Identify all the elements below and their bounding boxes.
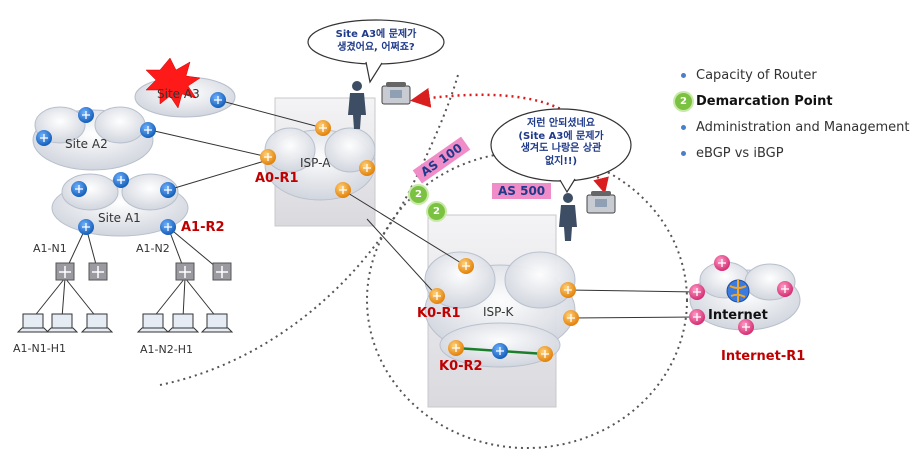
as500-tag: AS 500 — [492, 183, 552, 199]
topic-text: Demarcation Point — [696, 93, 833, 109]
router-k0r1-label: K0-R1 — [417, 306, 461, 321]
router-icon — [210, 92, 226, 108]
topic-text: Administration and Management — [696, 119, 910, 135]
topic-text: eBGP vs iBGP — [696, 145, 784, 161]
isp-a-cloud — [264, 127, 376, 201]
laptop-icon — [45, 313, 79, 333]
site-a3-label: Site A3 — [157, 87, 200, 101]
switch-icon — [175, 262, 195, 281]
telephone-icon — [586, 191, 616, 214]
explosion-icon — [145, 57, 201, 109]
topic-list: Capacity of Router 2 Demarcation Point A… — [675, 62, 909, 166]
host-a1n1h1-label: A1-N1-H1 — [13, 342, 66, 355]
topic-item: Administration and Management — [675, 114, 909, 140]
bullet-dot-icon — [681, 150, 686, 156]
node-a1n1-label: A1-N1 — [33, 242, 67, 255]
router-k0r2-label: K0-R2 — [439, 359, 483, 374]
laptop-icon — [200, 313, 234, 333]
router-icon — [560, 282, 576, 298]
switch-icon — [212, 262, 232, 281]
telephone-icon — [381, 82, 411, 105]
laptop-icon — [16, 313, 50, 333]
laptop-icon — [166, 313, 200, 333]
router-icon — [492, 343, 508, 359]
laptop-icon — [80, 313, 114, 333]
router-icon — [689, 284, 705, 300]
speech-bubble-right — [490, 108, 632, 194]
router-icon — [140, 122, 156, 138]
router-icon — [113, 172, 129, 188]
bullet-dot-icon — [681, 72, 686, 78]
router-icon — [448, 340, 464, 356]
bubble-right-line: 저런 안되셨네요 — [527, 118, 595, 129]
router-icon — [714, 255, 730, 271]
router-icon — [689, 309, 705, 325]
bubble-top-text: Site A3에 문제가 생겼어요, 어쩌죠? — [318, 29, 434, 54]
router-icon — [458, 258, 474, 274]
person-icon — [559, 193, 577, 241]
as100-boundary — [159, 74, 459, 386]
router-icon — [315, 120, 331, 136]
bubble-right-line: 생겨도 나랑은 상관 — [520, 143, 602, 154]
router-icon — [160, 182, 176, 198]
router-icon — [71, 181, 87, 197]
bubble-right-text: 저런 안되셨네요 (Site A3에 문제가 생겨도 나랑은 상관 없지!!) — [498, 118, 624, 168]
router-icon — [78, 107, 94, 123]
router-icon — [78, 219, 94, 235]
router-icon — [777, 281, 793, 297]
person-icon — [348, 81, 366, 129]
site-a1-label: Site A1 — [98, 211, 141, 225]
speech-bubble-top — [307, 19, 445, 84]
router-icon — [160, 219, 176, 235]
site-a2-cloud — [32, 106, 154, 171]
router-internet-r1-label: Internet-R1 — [721, 349, 806, 364]
topic-item-highlight: 2 Demarcation Point — [675, 88, 909, 114]
router-icon — [335, 182, 351, 198]
internet-label: Internet — [708, 308, 768, 323]
switch-icon — [88, 262, 108, 281]
bubble-top-line: 생겼어요, 어쩌죠? — [337, 41, 415, 53]
router-a1r2-label: A1-R2 — [181, 220, 225, 235]
host-a1n2h1-label: A1-N2-H1 — [140, 343, 193, 356]
bullet-dot-icon — [681, 124, 686, 130]
router-icon — [429, 288, 445, 304]
router-icon — [260, 149, 276, 165]
node-a1n2-label: A1-N2 — [136, 242, 170, 255]
router-icon — [359, 160, 375, 176]
topic-item: Capacity of Router — [675, 62, 909, 88]
isp-k-cloud — [424, 251, 576, 368]
router-icon — [36, 130, 52, 146]
router-a0r1-label: A0-R1 — [255, 171, 299, 186]
globe-icon — [726, 279, 750, 303]
bubble-top-line: Site A3에 문제가 — [335, 29, 417, 40]
topic-text: Capacity of Router — [696, 67, 817, 83]
number-badge-icon: 2 — [675, 92, 692, 110]
demarcation-badge-right: 2 — [428, 203, 445, 220]
bubble-right-line: 없지!!) — [544, 155, 578, 167]
isp-k-label: ISP-K — [483, 305, 514, 319]
as500-boundary — [366, 151, 688, 449]
site-a2-label: Site A2 — [65, 137, 108, 151]
topic-item: eBGP vs iBGP — [675, 140, 909, 166]
isp-a-label: ISP-A — [300, 156, 331, 170]
demarcation-badge-left: 2 — [410, 186, 427, 203]
laptop-icon — [136, 313, 170, 333]
router-icon — [537, 346, 553, 362]
switch-icon — [55, 262, 75, 281]
escalation-arrow — [410, 87, 576, 119]
bubble-right-line: (Site A3에 문제가 — [518, 130, 604, 142]
router-icon — [738, 319, 754, 335]
router-icon — [563, 310, 579, 326]
